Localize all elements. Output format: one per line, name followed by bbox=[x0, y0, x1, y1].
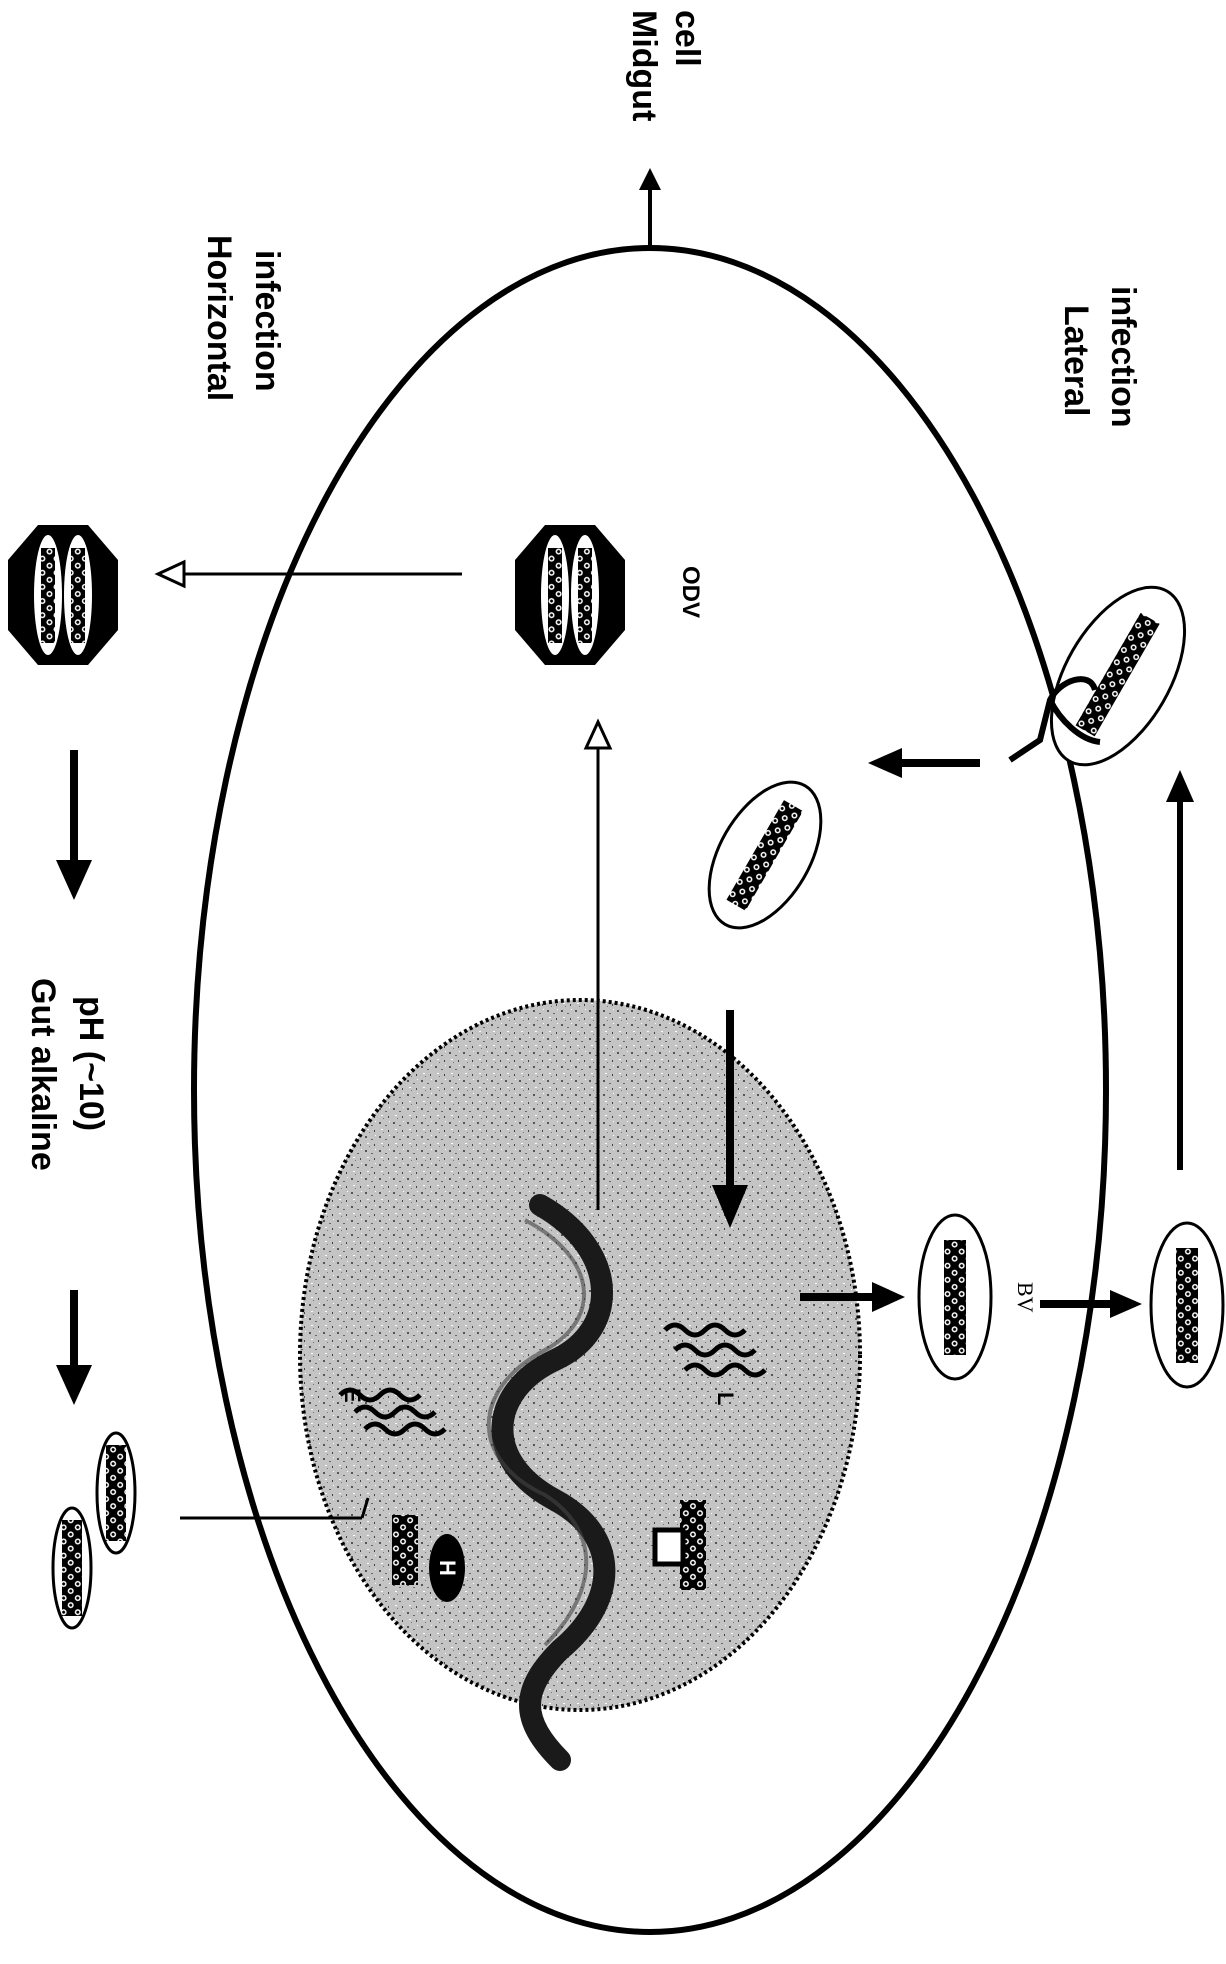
lateral-infection-label-line1: Lateral bbox=[1057, 305, 1095, 417]
lateral-entry-arrow bbox=[868, 748, 980, 778]
host-factor-label: H bbox=[435, 1560, 460, 1576]
lateral-infection-label-line2: infection bbox=[1104, 286, 1142, 428]
nucleus: E L H bbox=[300, 1000, 860, 1760]
midgut-cell-arrow bbox=[639, 168, 661, 248]
gut-alkaline-label-line1: Gut alkaline bbox=[24, 978, 62, 1171]
released-odv bbox=[8, 525, 118, 665]
gut-alkaline-arrow-top bbox=[56, 750, 92, 900]
early-gene-label: E bbox=[340, 1388, 365, 1403]
gut-alkaline-label-line2: pH (~10) bbox=[72, 996, 110, 1131]
gut-virion-1 bbox=[53, 1508, 91, 1628]
odv-occlusion-body bbox=[515, 525, 625, 665]
gut-alkaline-arrow-bottom bbox=[56, 1290, 92, 1405]
odv-label: ODV bbox=[677, 566, 704, 618]
bv-virion-2 bbox=[1151, 1223, 1223, 1387]
lateral-bv-virion bbox=[1024, 565, 1212, 787]
midgut-cell-label-line2: cell bbox=[668, 10, 706, 67]
horizontal-infection-arrow bbox=[158, 562, 462, 586]
gut-virion-2 bbox=[97, 1433, 135, 1553]
late-gene-label: L bbox=[713, 1392, 738, 1405]
midgut-cell-label-line1: Midgut bbox=[625, 10, 663, 121]
bv-virion-1 bbox=[919, 1215, 991, 1379]
internalized-bv-virion bbox=[686, 763, 844, 947]
lateral-spread-arrow bbox=[1166, 770, 1194, 1170]
bv-label: BV bbox=[1013, 1282, 1038, 1313]
horizontal-infection-label-line2: infection bbox=[248, 250, 286, 392]
horizontal-infection-label-line1: Horizontal bbox=[200, 235, 238, 401]
